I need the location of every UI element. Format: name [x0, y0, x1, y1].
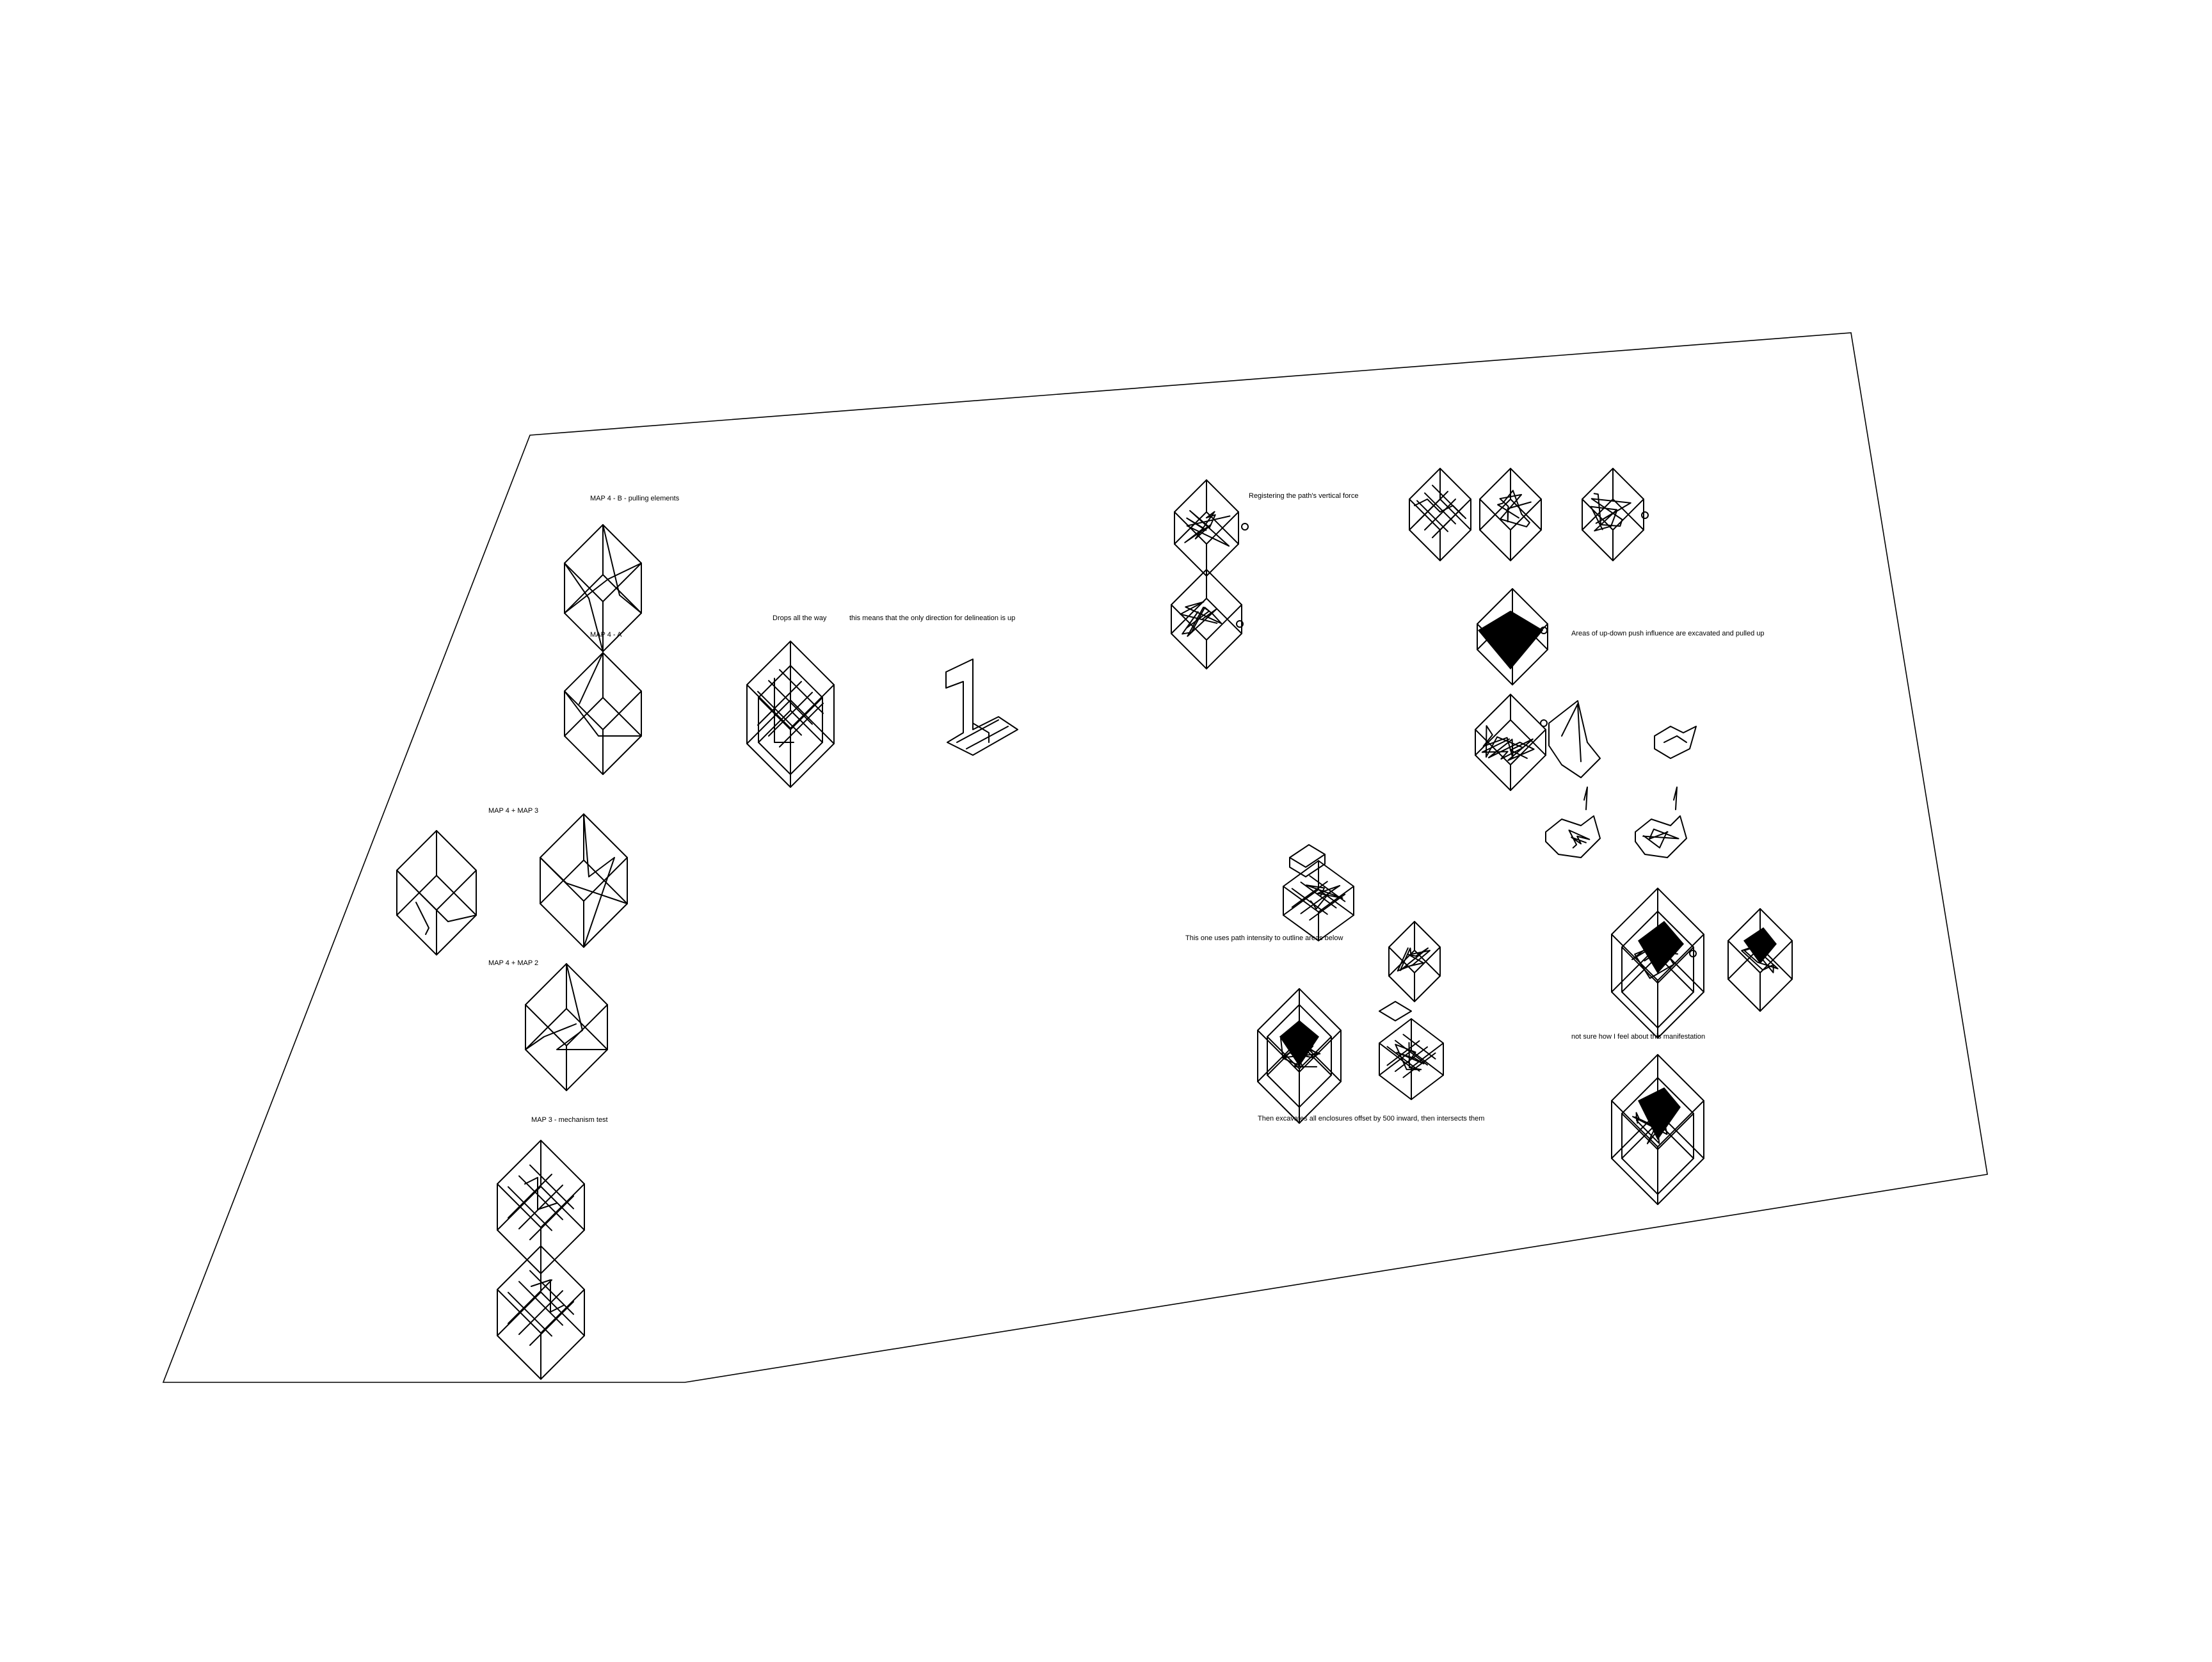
- figure-registering-d: [1479, 468, 1542, 561]
- label-map4-a: MAP 4 - A: [590, 631, 622, 639]
- figure-path-intensity-a: [1283, 844, 1354, 941]
- figure-path-intensity-c: [1257, 988, 1342, 1124]
- figure-not-sure-a: [1611, 888, 1704, 1039]
- figure-registering-b: [1171, 569, 1244, 669]
- label-map4-map3: MAP 4 + MAP 3: [488, 807, 539, 815]
- figure-pulled-up-small-b: [1545, 787, 1601, 858]
- figure-registering-e: [1582, 468, 1649, 561]
- label-excavates-enclosures: Then excavates all enclosures offset by …: [1258, 1115, 1485, 1123]
- label-not-sure: not sure how I feel about this manifesta…: [1571, 1033, 1706, 1041]
- figure-map4-map3-right: [540, 813, 628, 948]
- label-map3-mechanism-test: MAP 3 - mechanism test: [531, 1116, 608, 1124]
- figure-pulled-up-small-c: [1635, 787, 1687, 858]
- figure-path-intensity-d: [1379, 1001, 1444, 1100]
- figure-path-intensity-b: [1388, 921, 1441, 1002]
- label-areas-excavated: Areas of up-down push influence are exca…: [1571, 630, 1765, 637]
- figure-map4-map3-left: [396, 830, 477, 955]
- figure-areas-excavated-b: [1475, 694, 1548, 791]
- figure-not-sure-b: [1727, 908, 1793, 1012]
- figure-not-sure-c: [1611, 1054, 1704, 1205]
- label-map4-b: MAP 4 - B - pulling elements: [590, 495, 680, 502]
- figures-layer: [396, 468, 1793, 1380]
- label-map4-map2: MAP 4 + MAP 2: [488, 959, 539, 967]
- label-only-direction-up: this means that the only direction for d…: [849, 614, 1016, 622]
- figure-only-direction-up: [945, 659, 1018, 756]
- figure-map4-map2: [525, 963, 608, 1091]
- site-boundary: [162, 332, 1988, 1383]
- figure-map4-a: [564, 652, 642, 775]
- figure-pulled-up-spire: [1548, 700, 1601, 778]
- figure-areas-excavated: [1477, 588, 1548, 685]
- figure-registering-a: [1174, 479, 1249, 577]
- figure-pulled-up-small-a: [1654, 726, 1697, 759]
- label-drops-all-the-way: Drops all the way: [773, 614, 827, 622]
- figure-map4-b: [564, 524, 642, 652]
- label-path-intensity: This one uses path intensity to outline …: [1185, 934, 1343, 942]
- label-registering-vertical-force: Registering the path's vertical force: [1249, 492, 1359, 500]
- figure-registering-c: [1409, 468, 1471, 561]
- figure-map3-mechanism-lower: [497, 1245, 585, 1380]
- figure-drops-all-the-way: [746, 641, 835, 788]
